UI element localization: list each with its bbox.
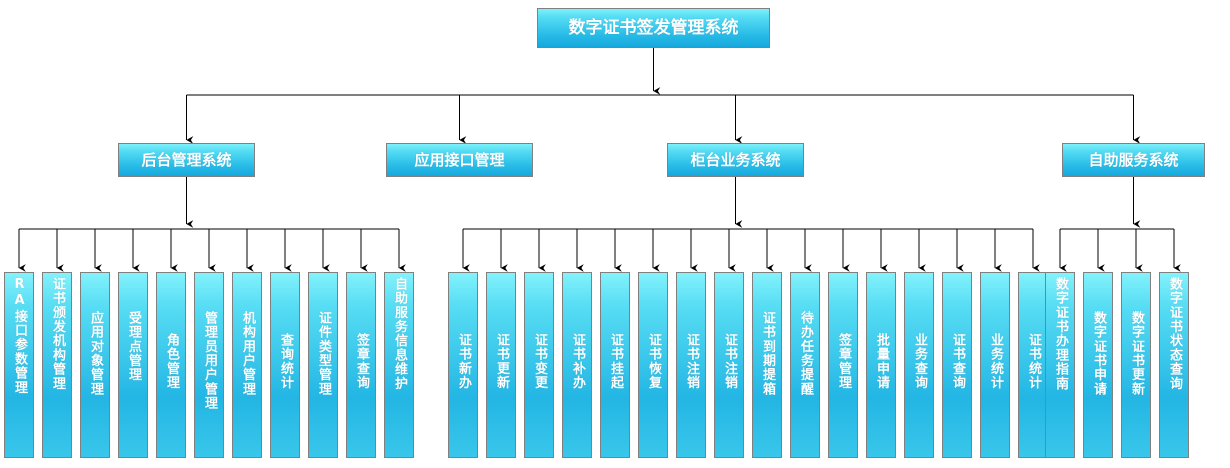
- leaf-node-label: 应用对象管理: [88, 311, 103, 397]
- leaf-node-label: 查询统计: [278, 333, 293, 390]
- root-node-label: 数字证书签发管理系统: [568, 18, 739, 38]
- leaf-node[interactable]: 自助服务信息维护: [384, 272, 414, 458]
- leaf-node[interactable]: 数字证书状态查询: [1159, 272, 1189, 458]
- leaf-node-label: 受理点管理: [126, 311, 141, 382]
- leaf-node[interactable]: 证书颁发机构管理: [42, 272, 72, 458]
- leaf-node[interactable]: 证书查询: [942, 272, 972, 458]
- leaf-node-label: 数字证书更新: [1129, 311, 1144, 397]
- leaf-node-label: 证书统计: [1026, 333, 1041, 390]
- leaf-node[interactable]: 证件类型管理: [308, 272, 338, 458]
- leaf-node-label: 证书补办: [570, 333, 585, 390]
- leaf-node[interactable]: 证书变更: [524, 272, 554, 458]
- leaf-node-label: 待办任务提醒: [798, 311, 813, 397]
- leaf-node[interactable]: 签章查询: [346, 272, 376, 458]
- leaf-node-label: 管理员用户管理: [202, 311, 217, 411]
- leaf-node[interactable]: 业务统计: [980, 272, 1010, 458]
- leaf-node[interactable]: 查询统计: [270, 272, 300, 458]
- leaf-node-label: 数字证书申请: [1091, 311, 1106, 397]
- leaf-node[interactable]: 管理员用户管理: [194, 272, 224, 458]
- leaf-node[interactable]: 待办任务提醒: [790, 272, 820, 458]
- branch-node[interactable]: 应用接口管理: [386, 143, 533, 177]
- leaf-node-label: 证件类型管理: [316, 311, 331, 397]
- leaf-node-label: 证书新办: [456, 333, 471, 390]
- leaf-node[interactable]: 数字证书更新: [1121, 272, 1151, 458]
- leaf-node-label: 证书变更: [532, 333, 547, 390]
- leaf-node[interactable]: 证书到期提箱: [752, 272, 782, 458]
- leaf-node[interactable]: 受理点管理: [118, 272, 148, 458]
- leaf-node-label: 证书颁发机构管理: [50, 277, 65, 391]
- leaf-node[interactable]: 数字证书办理指南: [1045, 272, 1075, 458]
- root-node[interactable]: 数字证书签发管理系统: [537, 8, 770, 48]
- leaf-node[interactable]: 证书补办: [562, 272, 592, 458]
- leaf-node-label: 自助服务信息维护: [392, 277, 407, 391]
- leaf-node[interactable]: 证书更新: [486, 272, 516, 458]
- leaf-node[interactable]: RA接口参数管理: [4, 272, 34, 458]
- branch-node[interactable]: 后台管理系统: [118, 143, 255, 177]
- leaf-node-label: 证书注销: [722, 333, 737, 390]
- leaf-node[interactable]: 证书注销: [676, 272, 706, 458]
- leaf-node-label: 机构用户管理: [240, 311, 255, 397]
- leaf-node-label: 证书挂起: [608, 333, 623, 390]
- leaf-node[interactable]: 应用对象管理: [80, 272, 110, 458]
- branch-node[interactable]: 自助服务系统: [1062, 143, 1205, 177]
- leaf-node[interactable]: 角色管理: [156, 272, 186, 458]
- leaf-node[interactable]: 证书新办: [448, 272, 478, 458]
- leaf-node-label: 证书更新: [494, 333, 509, 390]
- leaf-node[interactable]: 证书注销: [714, 272, 744, 458]
- branch-node-label: 柜台业务系统: [690, 151, 781, 169]
- leaf-node-label: 业务查询: [912, 333, 927, 390]
- leaf-node[interactable]: 证书恢复: [638, 272, 668, 458]
- leaf-node-label: 数字证书办理指南: [1053, 277, 1068, 391]
- branch-node-label: 自助服务系统: [1088, 151, 1179, 169]
- leaf-node-label: 业务统计: [988, 333, 1003, 390]
- leaf-node[interactable]: 数字证书申请: [1083, 272, 1113, 458]
- leaf-node-label: 证书注销: [684, 333, 699, 390]
- branch-node-label: 后台管理系统: [141, 151, 232, 169]
- leaf-node-label: 证书到期提箱: [760, 311, 775, 397]
- leaf-node[interactable]: 批量申请: [866, 272, 896, 458]
- leaf-node-label: RA接口参数管理: [12, 277, 27, 395]
- leaf-node-label: 签章管理: [836, 333, 851, 390]
- leaf-node-label: 批量申请: [874, 333, 889, 390]
- leaf-node[interactable]: 业务查询: [904, 272, 934, 458]
- branch-node[interactable]: 柜台业务系统: [667, 143, 804, 177]
- leaf-node[interactable]: 机构用户管理: [232, 272, 262, 458]
- leaf-node-label: 证书恢复: [646, 333, 661, 390]
- leaf-node[interactable]: 证书挂起: [600, 272, 630, 458]
- leaf-node-label: 签章查询: [354, 333, 369, 390]
- leaf-node[interactable]: 证书统计: [1018, 272, 1048, 458]
- branch-node-label: 应用接口管理: [414, 151, 505, 169]
- leaf-node-label: 数字证书状态查询: [1167, 277, 1182, 391]
- leaf-node-label: 角色管理: [164, 333, 179, 390]
- leaf-node[interactable]: 签章管理: [828, 272, 858, 458]
- leaf-node-label: 证书查询: [950, 333, 965, 390]
